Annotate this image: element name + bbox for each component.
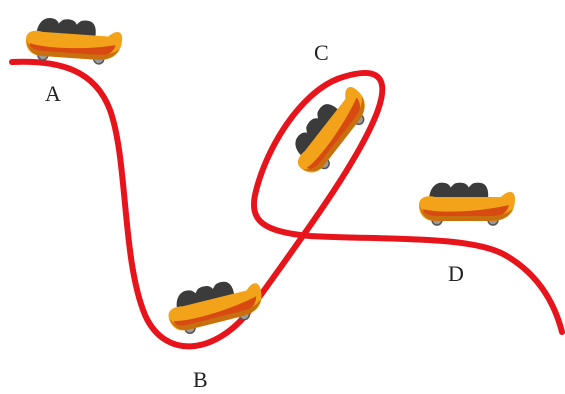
coaster-car-b [162,272,268,339]
point-label-b: B [193,367,208,392]
coaster-car-c [282,78,377,182]
point-label-a: A [45,81,61,106]
point-label-c: C [314,40,329,65]
coaster-car-a [23,15,125,67]
point-label-d: D [448,261,464,286]
coaster-car-d [418,181,516,226]
coaster-track [9,58,565,350]
